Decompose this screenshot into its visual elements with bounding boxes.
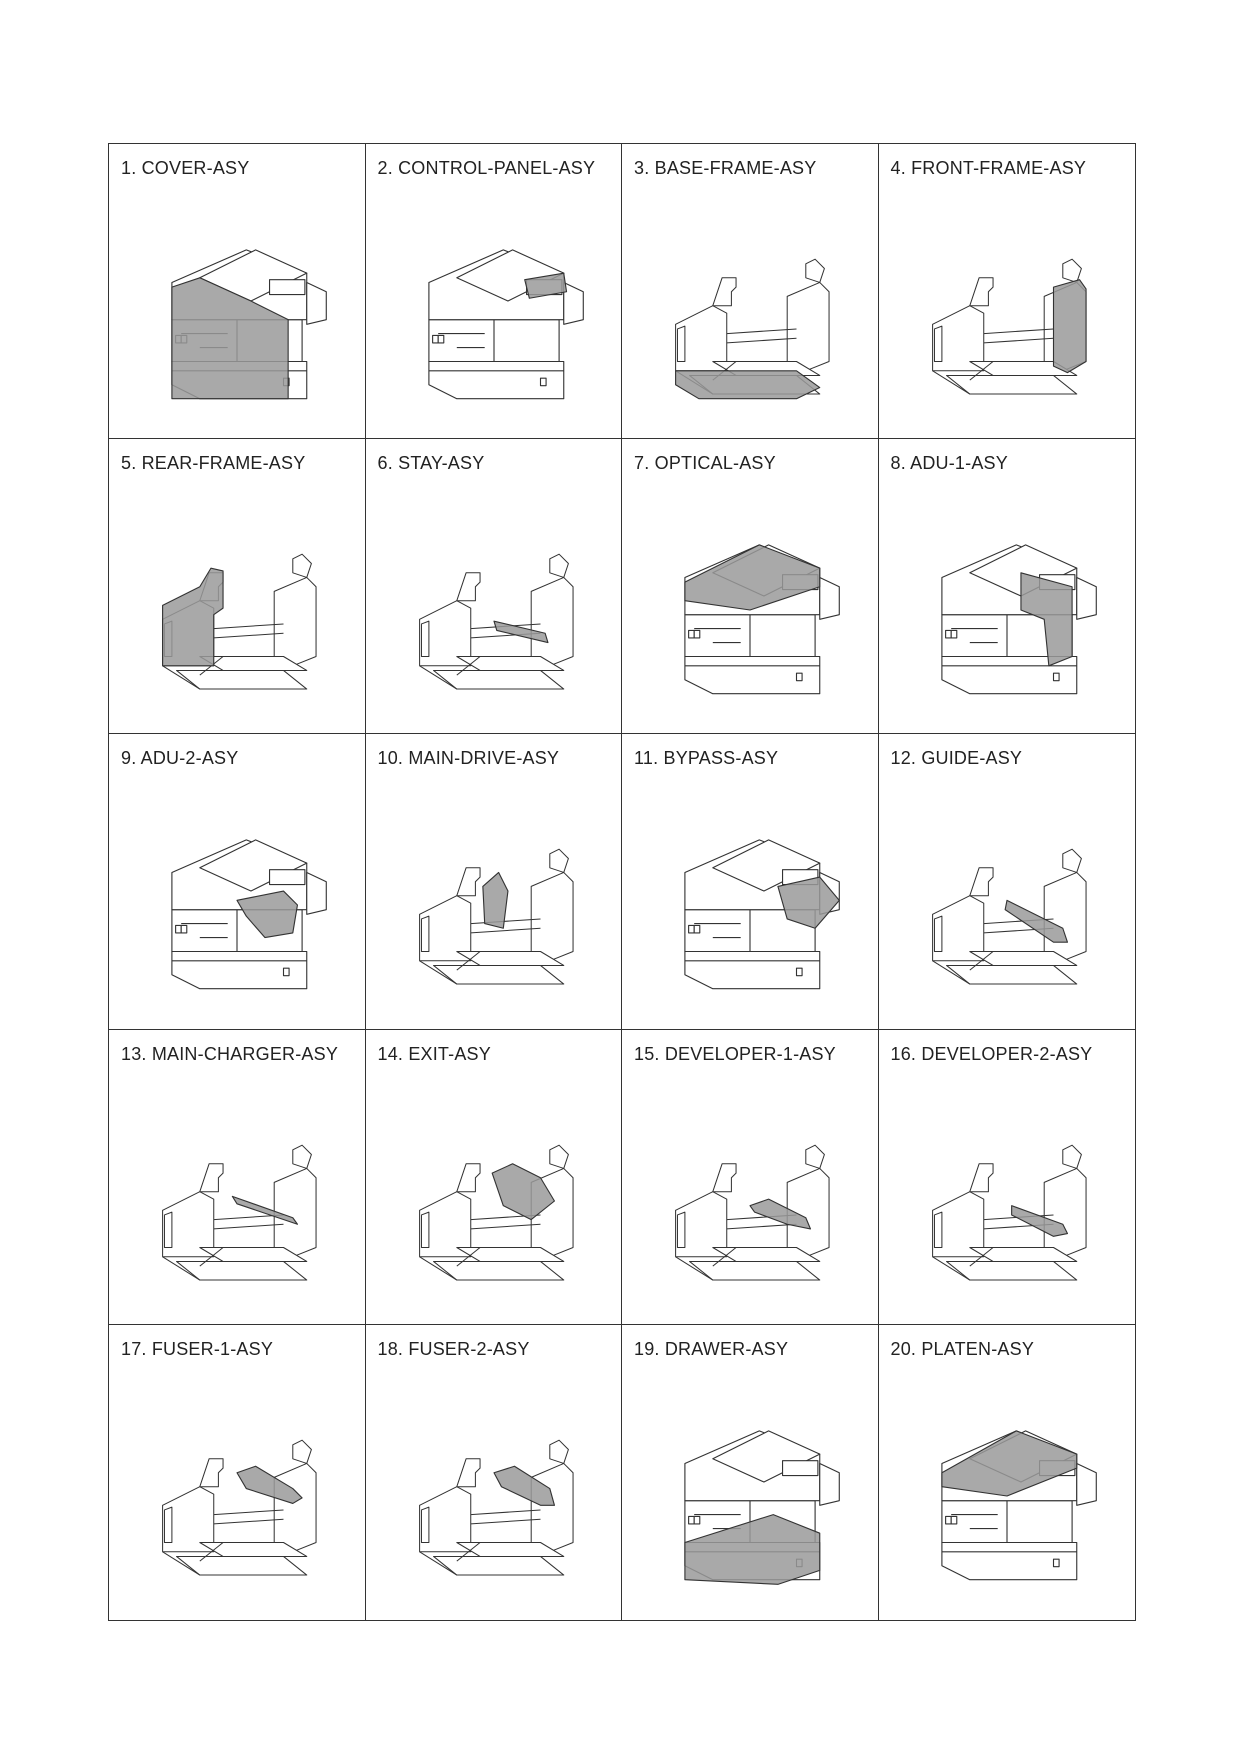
assembly-title: 12. GUIDE-ASY	[890, 748, 1023, 769]
assembly-title: 17. FUSER-1-ASY	[121, 1338, 274, 1359]
assembly-title: 3. BASE-FRAME-ASY	[634, 158, 817, 178]
assembly-grid: 1. COVER-ASY 2. CONTROL-PANEL-ASY 3. BAS…	[108, 143, 1136, 1621]
assembly-cell: 3. BASE-FRAME-ASY	[622, 144, 879, 440]
assembly-cell: 6. STAY-ASY	[365, 439, 622, 735]
assembly-cell: 7. OPTICAL-ASY	[622, 439, 879, 735]
assembly-cell: 8. ADU-1-ASY	[878, 439, 1135, 735]
assembly-title: 19. DRAWER-ASY	[634, 1338, 789, 1359]
assembly-cell: 5. REAR-FRAME-ASY	[109, 439, 366, 735]
frame-stay-highlight	[418, 553, 574, 690]
assembly-cell: 16. DEVELOPER-2-ASY	[878, 1030, 1135, 1325]
copier-adu2-highlight	[171, 839, 327, 990]
assembly-title: 11. BYPASS-ASY	[634, 748, 779, 769]
assembly-cell: 10. MAIN-DRIVE-ASY	[365, 734, 622, 1030]
assembly-title: 13. MAIN-CHARGER-ASY	[121, 1043, 339, 1064]
assembly-title: 1. COVER-ASY	[121, 158, 250, 178]
assembly-cell: 2. CONTROL-PANEL-ASY	[365, 144, 622, 440]
assembly-cell: 13. MAIN-CHARGER-ASY	[109, 1029, 366, 1325]
frame-developer1-highlight	[675, 1144, 830, 1281]
assembly-cell: 1. COVER-ASY	[109, 144, 366, 440]
copier-optical-highlight	[684, 544, 840, 695]
copier-control-panel-highlight	[427, 249, 584, 400]
copier-adu1-highlight	[940, 544, 1097, 695]
frame-guide-highlight	[931, 849, 1087, 985]
assembly-cell: 4. FRONT-FRAME-ASY	[878, 144, 1135, 440]
copier-cover-highlight	[171, 249, 327, 400]
assembly-title: 10. MAIN-DRIVE-ASY	[377, 748, 560, 769]
assembly-title: 7. OPTICAL-ASY	[634, 453, 776, 474]
assembly-cell: 17. FUSER-1-ASY	[109, 1324, 366, 1620]
copier-bypass-highlight	[684, 839, 840, 990]
assembly-title: 5. REAR-FRAME-ASY	[121, 453, 306, 474]
assembly-cell: 20. PLATEN-ASY	[879, 1325, 1136, 1620]
assembly-title: 2. CONTROL-PANEL-ASY	[377, 158, 596, 178]
assembly-title: 8. ADU-1-ASY	[890, 453, 1008, 474]
assembly-title: 14. EXIT-ASY	[377, 1043, 491, 1064]
assembly-title: 15. DEVELOPER-1-ASY	[634, 1043, 836, 1064]
frame-fuser1-highlight	[162, 1439, 317, 1576]
frame-main-charger-highlight	[162, 1144, 317, 1281]
assembly-cell: 14. EXIT-ASY	[365, 1029, 622, 1325]
assembly-title: 6. STAY-ASY	[377, 453, 485, 474]
frame-developer2-highlight	[931, 1144, 1087, 1281]
assembly-cell: 11. BYPASS-ASY	[622, 734, 879, 1030]
assembly-cell: 19. DRAWER-ASY	[622, 1324, 879, 1620]
frame-exit-highlight	[418, 1144, 574, 1281]
assembly-title: 16. DEVELOPER-2-ASY	[890, 1043, 1093, 1064]
assembly-title: 20. PLATEN-ASY	[890, 1338, 1035, 1359]
assembly-cell: 15. DEVELOPER-1-ASY	[622, 1029, 879, 1325]
copier-platen-highlight	[940, 1430, 1097, 1581]
assembly-cell: 12. GUIDE-ASY	[878, 734, 1135, 1030]
frame-main-drive-highlight	[418, 849, 574, 985]
frame-rear-highlight	[162, 553, 317, 690]
assembly-cell: 18. FUSER-2-ASY	[366, 1324, 622, 1620]
copier-drawer-highlight	[684, 1430, 840, 1585]
assembly-title: 9. ADU-2-ASY	[121, 748, 239, 769]
assembly-title: 4. FRONT-FRAME-ASY	[890, 158, 1087, 178]
frame-front-highlight	[931, 258, 1087, 395]
frame-base-highlight	[675, 258, 830, 400]
frame-fuser2-highlight	[418, 1439, 574, 1576]
assembly-cell: 9. ADU-2-ASY	[109, 734, 366, 1030]
assembly-title: 18. FUSER-2-ASY	[377, 1338, 530, 1359]
